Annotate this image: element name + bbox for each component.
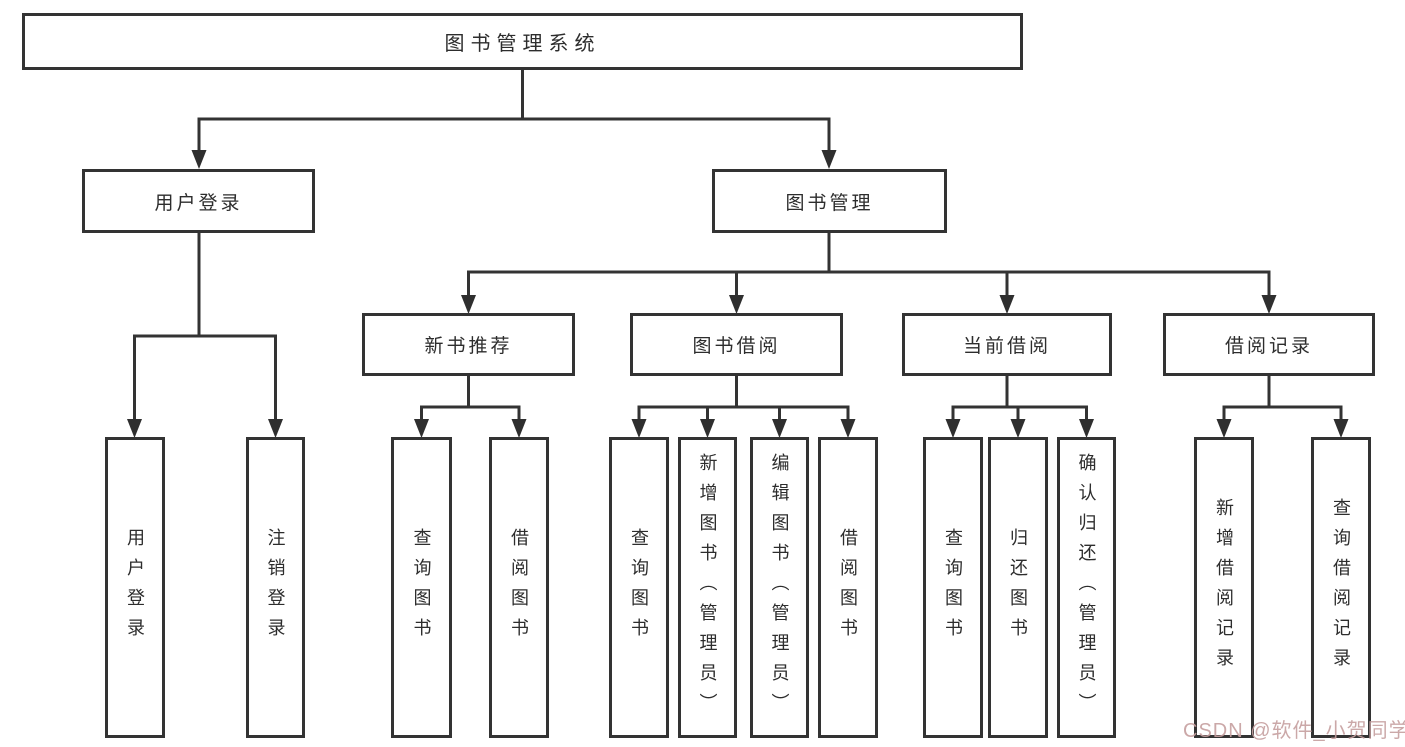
node-user-login: 用户登录 [82,169,315,233]
leaf-query-borrow-record: 查询借阅记录 [1311,437,1371,738]
leaf-return-books: 归还图书 [988,437,1048,738]
leaf-add-borrow-record: 新增借阅记录 [1194,437,1254,738]
leaf-user-login: 用户登录 [105,437,165,738]
node-library-management-system: 图书管理系统 [22,13,1023,70]
leaf-add-books-admin: 新增图书（管理员） [678,437,737,738]
leaf-logout: 注销登录 [246,437,305,738]
leaf-query-books-recommend: 查询图书 [391,437,452,738]
leaf-confirm-return-admin: 确认归还（管理员） [1057,437,1116,738]
node-borrowing-records: 借阅记录 [1163,313,1375,376]
node-current-borrowing: 当前借阅 [902,313,1112,376]
leaf-edit-books-admin: 编辑图书（管理员） [750,437,809,738]
leaf-borrow-books-recommend: 借阅图书 [489,437,549,738]
leaf-query-books-borrowing: 查询图书 [609,437,669,738]
leaf-borrow-books: 借阅图书 [818,437,878,738]
node-book-management: 图书管理 [712,169,947,233]
leaf-query-books-current: 查询图书 [923,437,983,738]
node-new-book-recommendation: 新书推荐 [362,313,575,376]
node-book-borrowing: 图书借阅 [630,313,843,376]
watermark: CSDN @软件_小贺同学 [1183,720,1405,742]
